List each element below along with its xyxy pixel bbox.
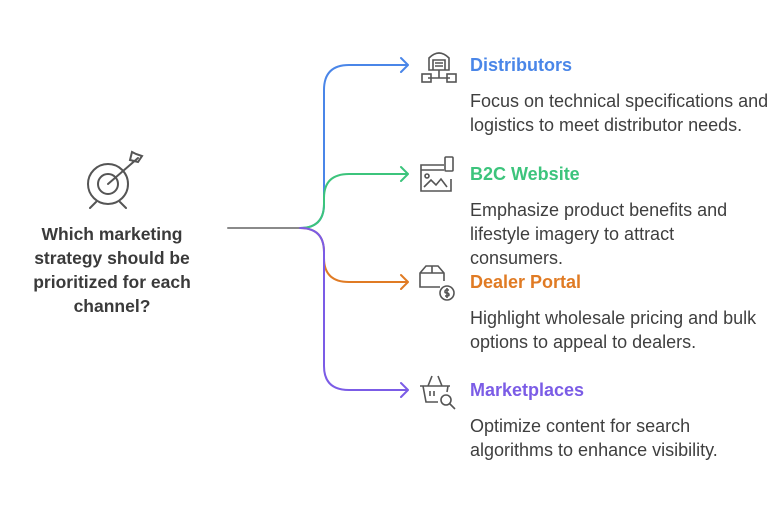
branch-b2c-website [299,166,409,229]
warehouse-network-icon [421,52,457,83]
branch-distributors [299,57,409,229]
channel-description-marketplaces: Optimize content for search algorithms t… [470,416,718,460]
channel-title-marketplaces: Marketplaces [470,380,585,400]
channel-description-b2c-website: Emphasize product benefits and lifestyle… [470,200,728,268]
channel-title-b2c-website: B2C Website [470,164,580,184]
target-arrow-icon [87,150,144,209]
branch-marketplaces [299,227,409,398]
channel-title-dealer-portal: Dealer Portal [470,272,582,292]
channel-description-distributors: Focus on technical specifications and lo… [470,91,769,135]
channel-title-distributors: Distributors [470,55,573,75]
branch-dealer-portal [299,227,409,290]
basket-search-icon [420,375,456,410]
website-mobile-icon [420,156,454,192]
central-question: Which marketing strategy should be prior… [33,224,191,316]
channel-description-dealer-portal: Highlight wholesale pricing and bulk opt… [470,308,757,352]
box-dollar-icon [419,265,455,301]
